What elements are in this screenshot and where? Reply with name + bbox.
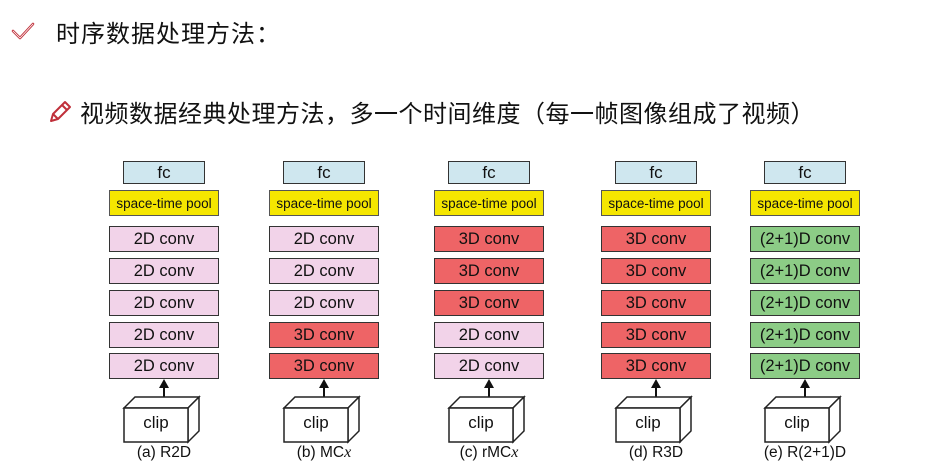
caption-variable: x: [344, 444, 352, 461]
clip-label: clip: [635, 413, 661, 432]
conv-layer: (2+1)D conv: [750, 258, 860, 284]
clip-cube-icon: [122, 395, 201, 444]
conv-layer: 2D conv: [434, 322, 544, 348]
caption-variable: x: [511, 444, 519, 461]
conv-layer: 2D conv: [269, 290, 379, 316]
conv-layer: (2+1)D conv: [750, 226, 860, 252]
caption-text: (c) rMC: [459, 444, 512, 461]
arrow-head-icon: [159, 379, 169, 388]
conv-layer: 2D conv: [109, 258, 219, 284]
clip-cube-icon: [447, 395, 526, 444]
input-arrow: [488, 386, 490, 399]
conv-layer: (2+1)D conv: [750, 322, 860, 348]
conv-layer: 3D conv: [601, 353, 711, 379]
fc-layer: fc: [283, 161, 365, 184]
input-arrow: [655, 386, 657, 399]
clip-cube-icon: [763, 395, 842, 444]
space-time-pool-layer: space-time pool: [601, 190, 711, 216]
conv-layer: (2+1)D conv: [750, 353, 860, 379]
space-time-pool-layer: space-time pool: [109, 190, 219, 216]
conv-layer: 2D conv: [109, 226, 219, 252]
clip-label: clip: [303, 413, 329, 432]
caption-text: (a) R2D: [136, 444, 192, 461]
clip-label: clip: [143, 413, 169, 432]
conv-layer: 2D conv: [109, 290, 219, 316]
space-time-pool-layer: space-time pool: [750, 190, 860, 216]
model-caption: (b) MCx: [264, 444, 384, 462]
section-heading: 时序数据处理方法：: [10, 14, 281, 49]
subheading: 视频数据经典处理方法，多一个时间维度（每一帧图像组成了视频）: [46, 94, 815, 129]
conv-layer: 2D conv: [109, 322, 219, 348]
input-arrow: [163, 386, 165, 399]
arrow-head-icon: [651, 379, 661, 388]
conv-layer: 3D conv: [601, 322, 711, 348]
heading-text: 时序数据处理方法：: [56, 20, 281, 48]
arrow-head-icon: [800, 379, 810, 388]
space-time-pool-layer: space-time pool: [434, 190, 544, 216]
conv-layer: 2D conv: [269, 226, 379, 252]
conv-layer: 2D conv: [434, 353, 544, 379]
arrow-head-icon: [319, 379, 329, 388]
space-time-pool-layer: space-time pool: [269, 190, 379, 216]
model-caption: (c) rMCx: [429, 444, 549, 462]
model-caption: (d) R3D: [596, 444, 716, 462]
input-arrow: [323, 386, 325, 399]
clip-label: clip: [468, 413, 494, 432]
conv-layer: 3D conv: [601, 226, 711, 252]
arrow-head-icon: [484, 379, 494, 388]
clip-cube-icon: [614, 395, 693, 444]
checkmark-icon: [11, 22, 35, 39]
input-arrow: [804, 386, 806, 399]
fc-layer: fc: [123, 161, 205, 184]
conv-layer: 3D conv: [434, 290, 544, 316]
fc-layer: fc: [448, 161, 530, 184]
conv-layer: 3D conv: [434, 226, 544, 252]
conv-layer: 3D conv: [269, 322, 379, 348]
model-caption: (e) R(2+1)D: [745, 444, 865, 462]
conv-layer: (2+1)D conv: [750, 290, 860, 316]
model-caption: (a) R2D: [104, 444, 224, 462]
conv-layer: 3D conv: [269, 353, 379, 379]
caption-text: (b) MC: [296, 444, 345, 461]
fc-layer: fc: [764, 161, 846, 184]
caption-text: (e) R(2+1)D: [763, 444, 847, 461]
pencil-icon: [50, 100, 71, 122]
conv-layer: 3D conv: [434, 258, 544, 284]
subheading-text: 视频数据经典处理方法，多一个时间维度（每一帧图像组成了视频）: [80, 100, 815, 128]
clip-cube-icon: [282, 395, 361, 444]
clip-label: clip: [784, 413, 810, 432]
conv-layer: 3D conv: [601, 290, 711, 316]
conv-layer: 2D conv: [109, 353, 219, 379]
caption-text: (d) R3D: [628, 444, 684, 461]
fc-layer: fc: [615, 161, 697, 184]
conv-layer: 2D conv: [269, 258, 379, 284]
conv-layer: 3D conv: [601, 258, 711, 284]
